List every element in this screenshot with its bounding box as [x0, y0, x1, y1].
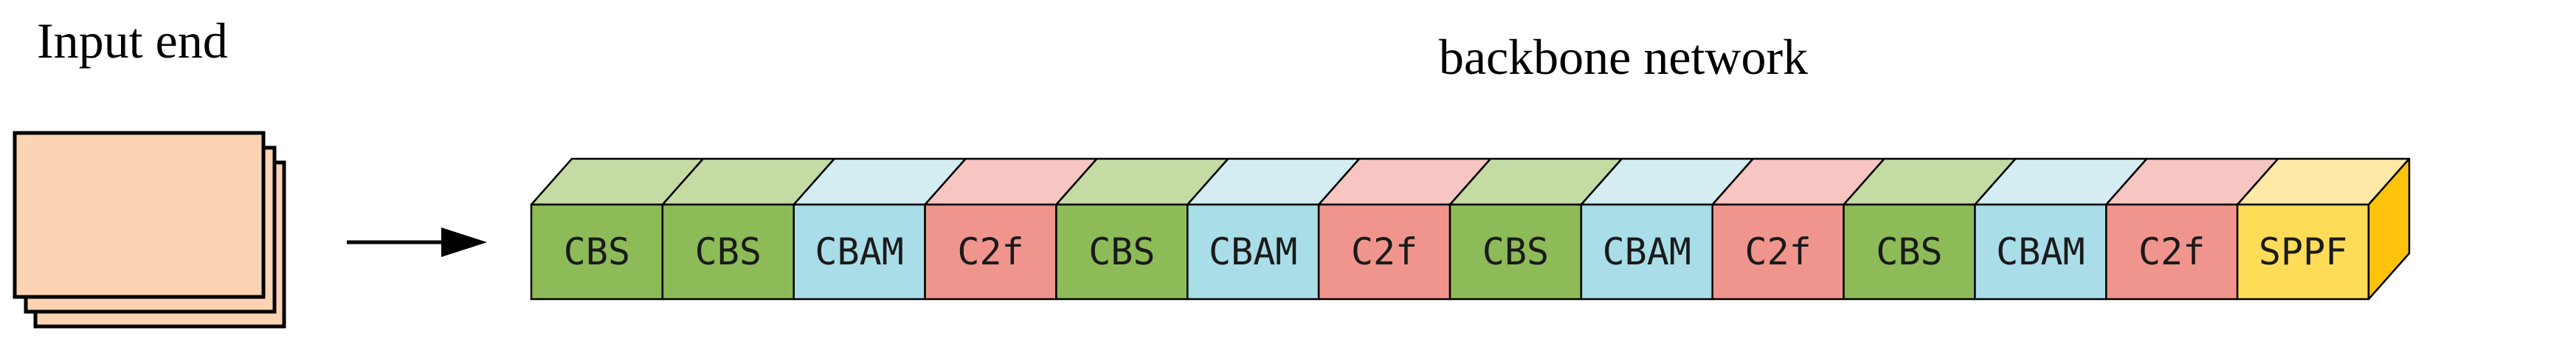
- block-label: CBAM: [815, 230, 903, 273]
- block-label: C2f: [1351, 230, 1418, 273]
- block-label: C2f: [957, 230, 1023, 273]
- block-sppf: SPPF: [2236, 157, 2411, 301]
- backbone-network-title: backbone network: [1439, 29, 1808, 85]
- block-label: CBS: [695, 230, 762, 273]
- block-label: CBS: [1482, 230, 1549, 273]
- block-c2f: C2f: [924, 157, 1098, 301]
- block-cbam: CBAM: [1580, 157, 1754, 301]
- block-c2f: C2f: [1317, 157, 1492, 301]
- block-front-face: [1974, 203, 2107, 301]
- block-front-face: [661, 203, 795, 301]
- block-label: CBS: [564, 230, 630, 273]
- block-cbam: CBAM: [793, 157, 967, 301]
- input-frame-front: [13, 131, 266, 299]
- block-front-face: [1055, 203, 1189, 301]
- block-cbam: CBAM: [1187, 157, 1361, 301]
- block-front-face: [793, 203, 926, 301]
- block-front-face: [2105, 203, 2239, 301]
- block-front-face: [1448, 203, 1583, 301]
- block-label: CBS: [1088, 230, 1155, 273]
- block-label: CBAM: [1996, 230, 2085, 273]
- block-label: C2f: [1744, 230, 1811, 273]
- input-end-title: Input end: [37, 13, 228, 69]
- block-side-face: [2367, 157, 2411, 301]
- block-label: CBAM: [1209, 230, 1297, 273]
- block-cbs: CBS: [1448, 157, 1623, 301]
- block-front-face: [1843, 203, 1976, 301]
- block-cbs: CBS: [1843, 157, 2017, 301]
- block-front-face: [1580, 203, 1713, 301]
- block-label: C2f: [2138, 230, 2205, 273]
- input-image-stack: [13, 131, 286, 329]
- block-front-face: [530, 203, 664, 301]
- block-label: CBAM: [1603, 230, 1691, 273]
- block-cbs: CBS: [530, 157, 705, 301]
- block-front-face: [2236, 203, 2370, 301]
- block-cbs: CBS: [1055, 157, 1229, 301]
- block-front-face: [1711, 203, 1845, 301]
- input-arrow: [347, 227, 487, 257]
- block-front-face: [1317, 203, 1451, 301]
- block-front-face: [1187, 203, 1320, 301]
- block-label: CBS: [1876, 230, 1942, 273]
- block-c2f: C2f: [1711, 157, 1885, 301]
- block-c2f: C2f: [2105, 157, 2279, 301]
- block-cbam: CBAM: [1974, 157, 2148, 301]
- backbone-block-row: CBS CBS CBAM C2f CBS CBAM C2f CBS CBAM C2f CBS CBAM…: [530, 157, 2411, 301]
- block-label: SPPF: [2259, 230, 2347, 273]
- arrow-head-icon: [441, 227, 487, 257]
